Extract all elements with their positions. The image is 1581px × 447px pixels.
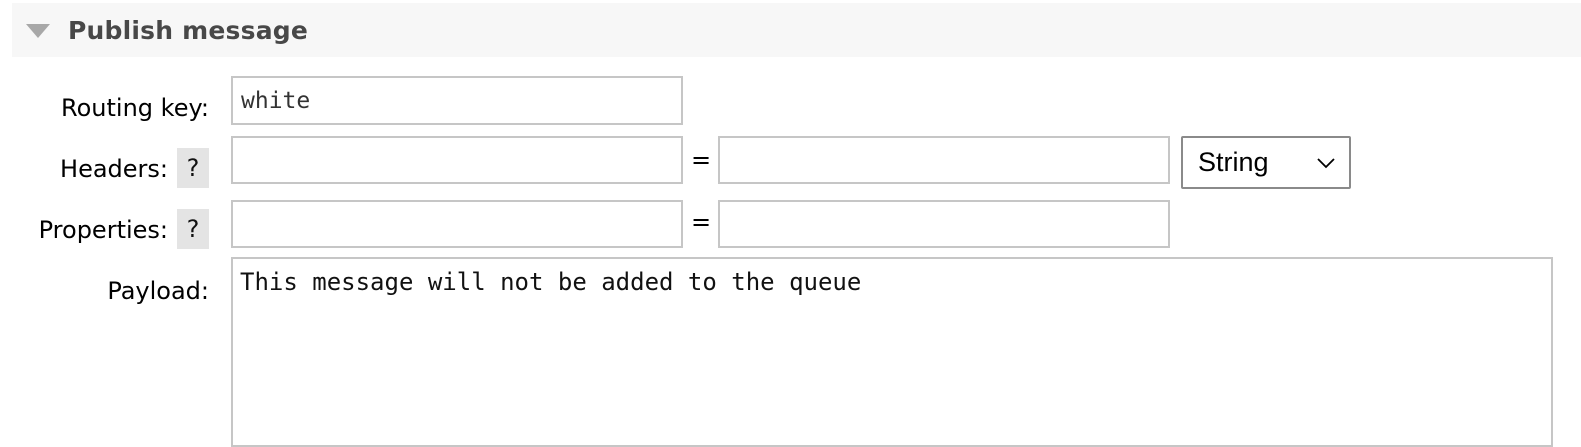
headers-equals-sign: =	[691, 146, 712, 174]
headers-help-button[interactable]: ?	[177, 148, 209, 188]
properties-equals-sign: =	[691, 208, 712, 236]
routing-key-input[interactable]	[231, 76, 683, 125]
headers-label: Headers:	[60, 155, 168, 183]
property-value-input[interactable]	[718, 200, 1170, 248]
chevron-down-icon	[1317, 157, 1335, 168]
payload-textarea[interactable]: This message will not be added to the qu…	[231, 257, 1553, 447]
publish-message-header[interactable]: Publish message	[12, 3, 1581, 57]
header-type-selected-value: String	[1198, 147, 1269, 177]
properties-help-button[interactable]: ?	[177, 209, 209, 249]
properties-label: Properties:	[38, 216, 168, 244]
payload-label: Payload:	[107, 277, 209, 305]
section-title: Publish message	[68, 15, 309, 45]
routing-key-label: Routing key:	[61, 94, 209, 122]
property-key-input[interactable]	[231, 200, 683, 248]
header-type-select[interactable]: String	[1181, 136, 1351, 189]
header-value-input[interactable]	[718, 136, 1170, 184]
triangle-down-icon[interactable]	[26, 24, 50, 38]
header-key-input[interactable]	[231, 136, 683, 184]
